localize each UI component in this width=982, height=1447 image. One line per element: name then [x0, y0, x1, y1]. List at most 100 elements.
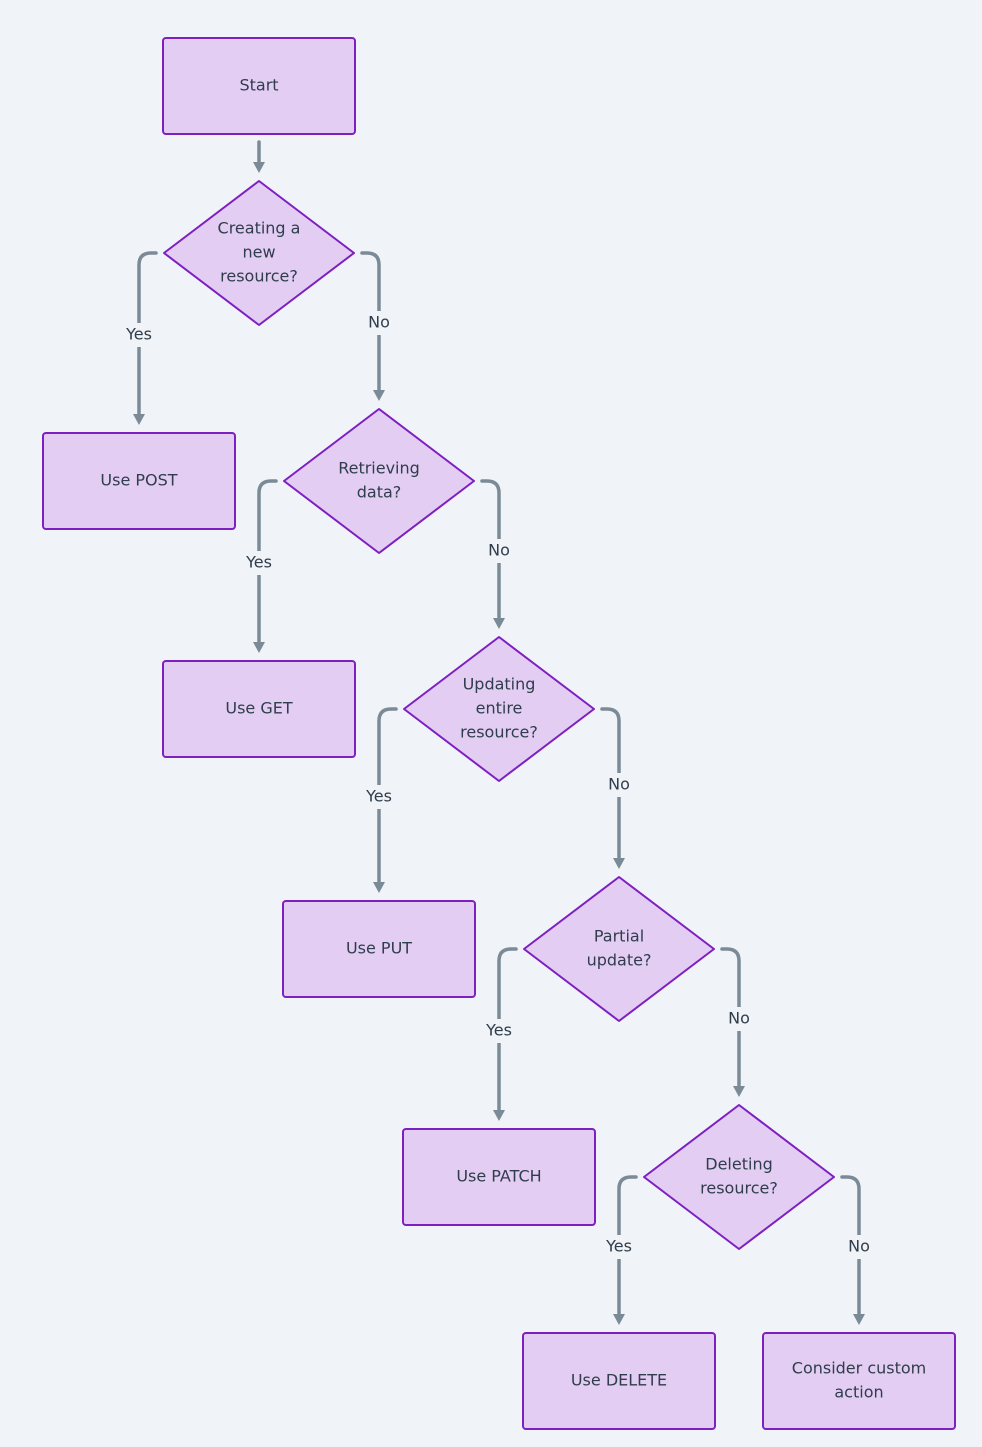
edge-creating-to-retrieving: [360, 251, 385, 401]
node-retrieving-label: data?: [357, 483, 402, 502]
edge-retrieving-to-get: [253, 479, 278, 653]
node-delete: Use DELETE: [522, 1332, 716, 1430]
node-partial-label: Partial: [594, 927, 644, 946]
edge-line: [497, 947, 518, 1113]
edge-label-background: [360, 785, 398, 809]
node-creating-label: Creating a: [218, 219, 301, 238]
edge-updating-to-partial: [600, 707, 625, 869]
node-post-box: [42, 432, 236, 530]
arrow-head-icon: [253, 642, 265, 653]
edge-start-to-creating: [253, 140, 265, 173]
node-creating: Creating a new resource?: [163, 180, 355, 326]
node-deleting-diamond: [643, 1104, 835, 1250]
arrow-head-icon: [493, 618, 505, 629]
edge-label-text: No: [848, 1237, 870, 1256]
arrow-head-icon: [133, 414, 145, 425]
node-start: Start: [162, 37, 356, 135]
edge-label-background: [725, 1007, 753, 1031]
edge-label-text: Yes: [365, 787, 392, 806]
edge-label-retrieving-to-updating: No: [485, 539, 513, 563]
node-updating-label: resource?: [460, 723, 538, 742]
edge-label-background: [600, 1235, 638, 1259]
node-delete-label: Use DELETE: [571, 1371, 667, 1390]
edge-line: [377, 707, 398, 885]
edge-retrieving-to-updating: [480, 479, 505, 629]
edge-label-text: No: [368, 313, 390, 332]
arrow-head-icon: [613, 1314, 625, 1325]
edge-label-background: [365, 311, 393, 335]
edge-label-text: Yes: [125, 325, 152, 344]
arrow-head-icon: [373, 390, 385, 401]
node-post-label: Use POST: [100, 471, 177, 490]
node-creating-diamond: [163, 180, 355, 326]
arrow-head-icon: [493, 1110, 505, 1121]
edge-line: [360, 251, 381, 393]
edge-label-updating-to-partial: No: [605, 773, 633, 797]
edge-label-partial-to-patch: Yes: [480, 1019, 518, 1043]
node-start-box: [162, 37, 356, 135]
node-creating-label: resource?: [220, 267, 298, 286]
node-deleting-label: resource?: [700, 1179, 778, 1198]
node-get: Use GET: [162, 660, 356, 758]
edge-label-text: No: [488, 541, 510, 560]
edge-label-creating-to-post: Yes: [120, 323, 158, 347]
arrow-head-icon: [253, 162, 265, 173]
edges-layer: [133, 140, 865, 1325]
arrow-head-icon: [853, 1314, 865, 1325]
node-patch: Use PATCH: [402, 1128, 596, 1226]
node-deleting-label: Deleting: [705, 1155, 772, 1174]
node-custom-label: action: [834, 1383, 883, 1402]
node-deleting: Deleting resource?: [643, 1104, 835, 1250]
node-put-label: Use PUT: [346, 939, 412, 958]
edge-label-background: [240, 551, 278, 575]
node-retrieving-diamond: [283, 408, 475, 554]
edge-label-background: [120, 323, 158, 347]
node-start-label: Start: [239, 76, 278, 95]
edge-deleting-to-delete: [613, 1175, 638, 1325]
edge-label-text: Yes: [605, 1237, 632, 1256]
edge-label-background: [605, 773, 633, 797]
node-partial-diamond: [523, 876, 715, 1022]
edge-label-deleting-to-delete: Yes: [600, 1235, 638, 1259]
edge-label-retrieving-to-get: Yes: [240, 551, 278, 575]
edge-partial-to-deleting: [720, 947, 745, 1097]
edge-line: [600, 707, 621, 861]
node-creating-label: new: [242, 243, 275, 262]
edge-label-text: Yes: [485, 1021, 512, 1040]
arrow-head-icon: [373, 882, 385, 893]
edge-label-partial-to-deleting: No: [725, 1007, 753, 1031]
edge-label-text: Yes: [245, 553, 272, 572]
edge-label-background: [845, 1235, 873, 1259]
node-get-label: Use GET: [225, 699, 292, 718]
edge-label-background: [485, 539, 513, 563]
arrow-head-icon: [733, 1086, 745, 1097]
edge-label-deleting-to-custom: No: [845, 1235, 873, 1259]
edge-deleting-to-custom: [840, 1175, 865, 1325]
edge-partial-to-patch: [493, 947, 518, 1121]
edge-line: [137, 251, 158, 417]
node-custom: Consider custom action: [762, 1332, 956, 1430]
node-patch-label: Use PATCH: [456, 1167, 541, 1186]
edge-line: [840, 1175, 861, 1317]
node-custom-box: [762, 1332, 956, 1430]
edge-updating-to-put: [373, 707, 398, 893]
node-custom-label: Consider custom: [792, 1359, 926, 1378]
edge-creating-to-post: [133, 251, 158, 425]
edge-label-text: No: [608, 775, 630, 794]
node-retrieving-label: Retrieving: [338, 459, 420, 478]
edge-label-background: [480, 1019, 518, 1043]
node-partial-label: update?: [587, 951, 652, 970]
node-put: Use PUT: [282, 900, 476, 998]
node-partial: Partial update?: [523, 876, 715, 1022]
arrow-head-icon: [613, 858, 625, 869]
edge-label-text: No: [728, 1009, 750, 1028]
edge-line: [720, 947, 741, 1089]
node-updating-diamond: [403, 636, 595, 782]
node-get-box: [162, 660, 356, 758]
node-patch-box: [402, 1128, 596, 1226]
edge-line: [480, 479, 501, 621]
